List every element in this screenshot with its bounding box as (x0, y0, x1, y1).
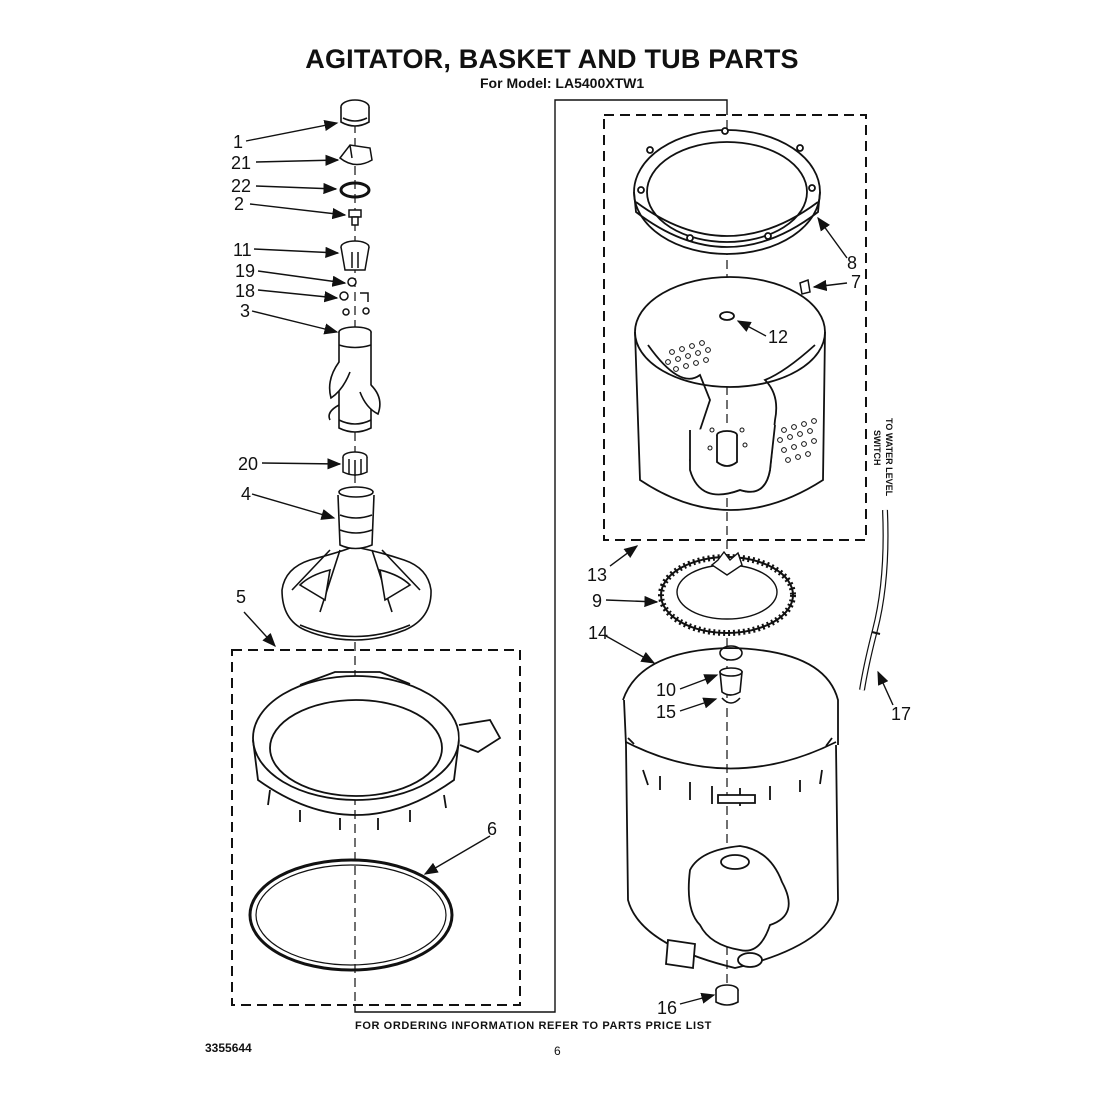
callout-21: 21 (231, 153, 252, 173)
routing-line (354, 99, 728, 1013)
basket-part (634, 276, 826, 511)
callout-14: 14 (588, 623, 609, 643)
side-label-line1: TO WATER LEVEL (884, 418, 894, 497)
hub-ring-part (658, 550, 796, 636)
cam-part (338, 144, 373, 166)
callout-17: 17 (891, 704, 912, 724)
basket-holes (665, 340, 817, 463)
agitator-barrel-part (328, 326, 381, 433)
bolt-part (348, 209, 362, 226)
page-number: 6 (554, 1044, 561, 1058)
callout-5: 5 (236, 587, 247, 607)
callout-2: 2 (234, 194, 245, 214)
drive-cam-part (342, 451, 368, 476)
callout-9: 9 (592, 591, 603, 611)
document-number: 3355644 (205, 1041, 252, 1055)
tub-gasket-part (248, 858, 454, 972)
callout-10: 10 (656, 680, 677, 700)
callout-22: 22 (231, 176, 252, 196)
callout-12: 12 (768, 327, 789, 347)
side-label-line2: SWITCH (872, 430, 882, 466)
model-subtitle: For Model: LA5400XTW1 (480, 75, 645, 91)
callout-18: 18 (235, 281, 256, 301)
callout-11: 11 (233, 240, 252, 260)
callout-19: 19 (235, 261, 256, 281)
callout-3: 3 (240, 301, 251, 321)
agitator-base-part (281, 486, 432, 641)
leader-lines (243, 119, 894, 1005)
clamp-and-seal-parts (719, 645, 743, 704)
callout-8: 8 (847, 253, 858, 273)
water-level-switch-label: TO WATER LEVEL SWITCH (868, 418, 918, 518)
water-level-hose-part (859, 509, 889, 691)
outer-tub-part (622, 647, 839, 970)
agitator-cap-part (340, 99, 370, 127)
callout-4: 4 (241, 484, 252, 504)
callout-1: 1 (233, 132, 244, 152)
callout-6: 6 (487, 819, 498, 839)
cam-housing-part (340, 240, 370, 271)
tub-ring-group-box (231, 649, 521, 1006)
pump-seal-part (715, 984, 739, 1006)
tub-ring-part (252, 671, 502, 830)
page-title: AGITATOR, BASKET AND TUB PARTS (305, 44, 799, 74)
clip-part (799, 278, 811, 295)
callout-7: 7 (851, 272, 862, 292)
ordering-note: FOR ORDERING INFORMATION REFER TO PARTS … (355, 1020, 712, 1032)
basket-group-box (603, 114, 867, 541)
balance-ring-part (633, 127, 821, 255)
ring-part (339, 181, 371, 199)
callout-13: 13 (587, 565, 608, 585)
callout-15: 15 (656, 702, 677, 722)
callout-16: 16 (657, 998, 678, 1018)
dog-parts (339, 277, 370, 316)
callout-20: 20 (238, 454, 259, 474)
